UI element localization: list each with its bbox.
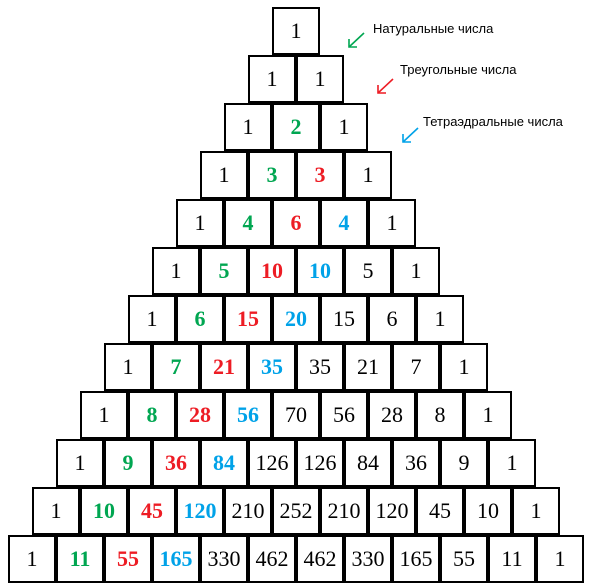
pascal-cell: 252	[272, 487, 320, 535]
pascal-cell: 126	[296, 439, 344, 487]
legend-natural-label: Натуральные числа	[373, 21, 494, 36]
pascal-cell: 1	[392, 247, 440, 295]
arrow-down-left-icon	[377, 78, 394, 94]
pascal-cell: 8	[416, 391, 464, 439]
pascal-cell: 56	[320, 391, 368, 439]
pascal-cell: 10	[296, 247, 344, 295]
legend-tetrahedral-label: Тетраэдральные числа	[423, 114, 563, 129]
pascal-cell: 28	[368, 391, 416, 439]
pascal-cell: 3	[248, 151, 296, 199]
pascal-cell: 1	[224, 103, 272, 151]
pascal-cell: 7	[152, 343, 200, 391]
pascal-cell: 55	[104, 535, 152, 583]
arrow-down-left-icon	[402, 127, 419, 143]
pascal-cell: 55	[440, 535, 488, 583]
pascal-cell: 1	[320, 103, 368, 151]
pascal-cell: 10	[464, 487, 512, 535]
pascal-cell: 15	[320, 295, 368, 343]
legend-triangular-label: Треугольные числа	[400, 62, 517, 77]
pascal-cell: 126	[248, 439, 296, 487]
pascal-cell: 1	[104, 343, 152, 391]
pascal-cell: 1	[80, 391, 128, 439]
pascal-cell: 1	[512, 487, 560, 535]
pascal-cell: 36	[152, 439, 200, 487]
pascal-cell: 1	[368, 199, 416, 247]
pascal-cell: 165	[392, 535, 440, 583]
pascal-cell: 210	[224, 487, 272, 535]
pascal-cell: 1	[8, 535, 56, 583]
pascal-cell: 21	[200, 343, 248, 391]
pascal-cell: 1	[464, 391, 512, 439]
pascal-cell: 1	[536, 535, 584, 583]
pascal-cell: 1	[32, 487, 80, 535]
pascal-cell: 15	[224, 295, 272, 343]
pascal-cell: 1	[200, 151, 248, 199]
pascal-cell: 56	[224, 391, 272, 439]
pascal-cell: 1	[416, 295, 464, 343]
pascal-cell: 8	[128, 391, 176, 439]
pascal-cell: 9	[104, 439, 152, 487]
pascal-cell: 1	[56, 439, 104, 487]
pascal-cell: 84	[200, 439, 248, 487]
pascal-cell: 5	[200, 247, 248, 295]
pascal-cell: 462	[296, 535, 344, 583]
pascal-cell: 1	[176, 199, 224, 247]
pascal-cell: 120	[368, 487, 416, 535]
pascal-cell: 28	[176, 391, 224, 439]
pascal-cell: 21	[344, 343, 392, 391]
pascal-cell: 6	[176, 295, 224, 343]
pascal-cell: 3	[296, 151, 344, 199]
pascal-cell: 1	[344, 151, 392, 199]
pascal-cell: 36	[392, 439, 440, 487]
pascal-cell: 2	[272, 103, 320, 151]
pascal-cell: 9	[440, 439, 488, 487]
pascal-cell: 1	[440, 343, 488, 391]
pascal-cell: 462	[248, 535, 296, 583]
pascal-cell: 6	[368, 295, 416, 343]
pascal-cell: 165	[152, 535, 200, 583]
pascal-cell: 6	[272, 199, 320, 247]
pascal-cell: 11	[488, 535, 536, 583]
pascal-cell: 7	[392, 343, 440, 391]
pascal-cell: 45	[416, 487, 464, 535]
pascal-cell: 330	[200, 535, 248, 583]
pascal-cell: 4	[320, 199, 368, 247]
pascal-cell: 210	[320, 487, 368, 535]
pascal-cell: 10	[80, 487, 128, 535]
pascal-cell: 1	[152, 247, 200, 295]
pascal-cell: 1	[248, 55, 296, 103]
pascal-cell: 1	[488, 439, 536, 487]
pascal-cell: 4	[224, 199, 272, 247]
arrow-down-left-icon	[348, 32, 365, 48]
pascal-cell: 120	[176, 487, 224, 535]
pascal-cell: 35	[296, 343, 344, 391]
pascal-cell: 20	[272, 295, 320, 343]
pascal-cell: 1	[296, 55, 344, 103]
pascal-cell: 1	[128, 295, 176, 343]
pascal-cell: 70	[272, 391, 320, 439]
pascal-cell: 330	[344, 535, 392, 583]
pascal-cell: 84	[344, 439, 392, 487]
pascal-cell: 11	[56, 535, 104, 583]
pascal-cell: 5	[344, 247, 392, 295]
pascal-cell: 35	[248, 343, 296, 391]
pascal-cell: 1	[272, 7, 320, 55]
pascal-cell: 45	[128, 487, 176, 535]
pascal-cell: 10	[248, 247, 296, 295]
